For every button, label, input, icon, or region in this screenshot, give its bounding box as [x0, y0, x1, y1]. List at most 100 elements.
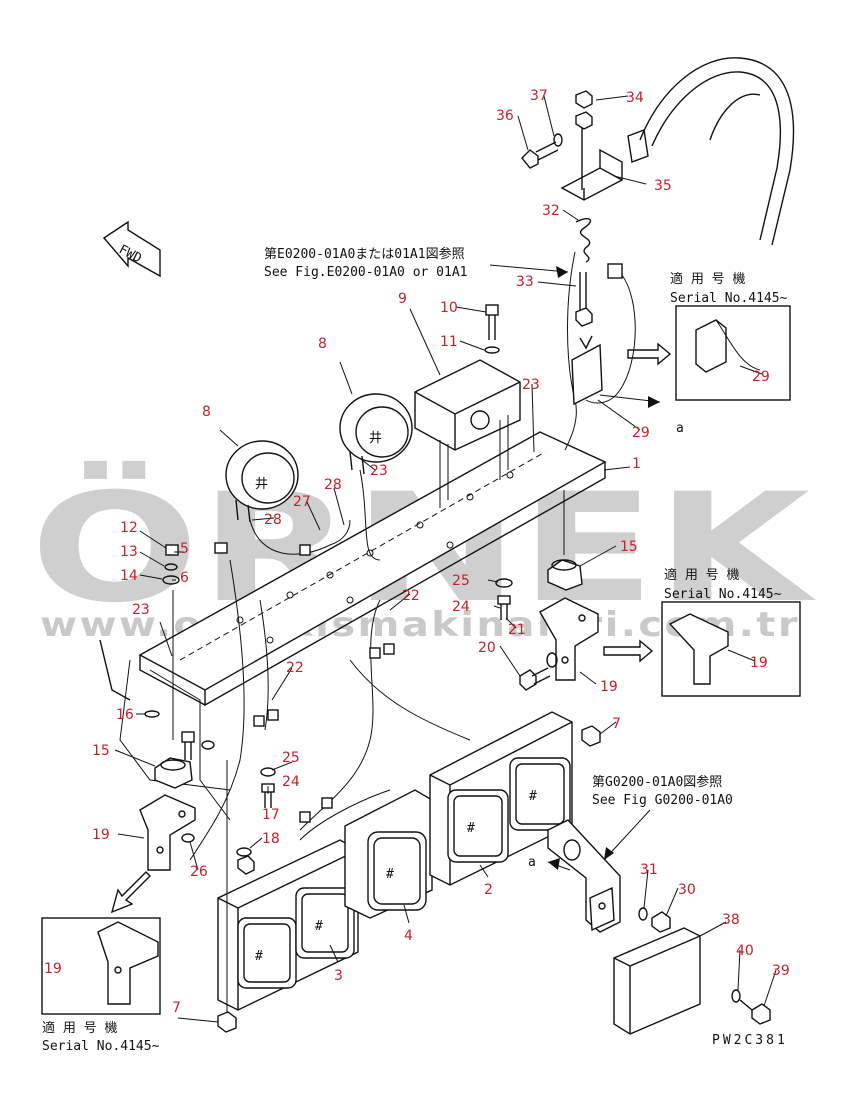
leader-lines: [114, 95, 777, 1023]
callout-15-left: 15: [92, 743, 110, 759]
callout-8-left: 8: [202, 404, 211, 420]
reference-g0200-jp: 第G0200-01A0図参照: [592, 774, 722, 790]
serial-box-19-right: 適 用 号 機 Serial No.4145~: [603, 567, 801, 697]
callout-11: 11: [440, 334, 458, 350]
callout-26: 26: [190, 864, 208, 880]
callout-17: 17: [262, 807, 280, 823]
callout-9: 9: [398, 291, 407, 307]
switch-assembly: [521, 90, 649, 451]
callout-34: 34: [626, 90, 644, 106]
headlight-4: #: [344, 789, 433, 919]
handrail-pipe: [639, 57, 795, 246]
callout-28-right: 28: [324, 477, 342, 493]
callout-10: 10: [440, 300, 458, 316]
callout-1: 1: [632, 456, 641, 472]
serial-box-19-left-en: Serial No.4145~: [42, 1039, 160, 1054]
bolt-10: [484, 304, 500, 354]
reference-e0200-jp: 第E0200-01A0または01A1図参照: [264, 246, 465, 262]
callout-29: 29: [632, 425, 650, 441]
fwd-label: FWD: [116, 242, 144, 266]
svg-text:#: #: [467, 821, 475, 836]
hardware-left: [99, 544, 255, 875]
serial-box-19-left: 適 用 号 機 Serial No.4145~: [41, 871, 161, 1054]
reference-e0200-en: See Fig.E0200-01A0 or 01A1: [264, 265, 468, 280]
nut-7-left: [217, 760, 237, 1033]
callout-36: 36: [496, 108, 514, 124]
callout-33: 33: [516, 274, 534, 290]
callout-19-left: 19: [92, 827, 110, 843]
callout-5: 5: [180, 541, 189, 557]
callout-21: 21: [508, 622, 526, 638]
callout-28-left: 28: [264, 512, 282, 528]
callout-6: 6: [180, 570, 189, 586]
callout-19-box-right: 19: [750, 655, 768, 671]
bolt-24-right: [495, 578, 513, 620]
headlight-3: # #: [217, 839, 359, 1011]
callouts: 1 2 3 4 5 6 7 7 8 8 9 10 11 12 13 14 15 …: [44, 88, 790, 1016]
detail-mark-bottom: a: [528, 855, 571, 871]
callout-35: 35: [654, 178, 672, 194]
callout-24-center: 24: [282, 774, 300, 790]
serial-box-19-right-jp: 適 用 号 機: [664, 567, 739, 583]
callout-19-box-left: 19: [44, 961, 62, 977]
svg-text:#: #: [315, 919, 323, 934]
rubber-mount-left: [154, 757, 193, 789]
callout-39: 39: [772, 963, 790, 979]
callout-23-right: 23: [522, 377, 540, 393]
serial-box-29-jp: 適 用 号 機: [670, 271, 745, 287]
work-lamp-left: 井: [225, 440, 299, 523]
callout-25-right: 25: [452, 573, 470, 589]
svg-text:井: 井: [255, 477, 268, 492]
callout-38: 38: [722, 912, 740, 928]
nut-7-right: [581, 725, 601, 747]
frame-beam: [119, 431, 607, 821]
callout-32: 32: [542, 203, 560, 219]
callout-7-left: 7: [172, 1000, 181, 1016]
headlight-2: # #: [429, 711, 573, 886]
callout-3: 3: [334, 968, 343, 984]
callout-8-right: 8: [318, 336, 327, 352]
bracket-19-left: [139, 794, 196, 871]
callout-31: 31: [640, 862, 658, 878]
drawing-code: PW2C381: [712, 1033, 788, 1048]
callout-40: 40: [736, 943, 754, 959]
callout-37: 37: [530, 88, 548, 104]
serial-box-29-en: Serial No.4145~: [670, 291, 788, 306]
detail-mark-top: a: [599, 394, 684, 436]
callout-20: 20: [478, 640, 496, 656]
reference-g0200: 第G0200-01A0図参照 See Fig G0200-01A0: [592, 774, 733, 861]
detail-mark-a: a: [528, 855, 536, 870]
callout-4: 4: [404, 928, 413, 944]
callout-30: 30: [678, 882, 696, 898]
callout-7-right: 7: [612, 716, 621, 732]
svg-text:井: 井: [369, 431, 382, 446]
callout-14: 14: [120, 568, 138, 584]
serial-box-19-right-en: Serial No.4145~: [664, 587, 782, 602]
reference-e0200: 第E0200-01A0または01A1図参照 See Fig.E0200-01A0…: [264, 246, 569, 280]
callout-23-left: 23: [132, 602, 150, 618]
work-lamp-right: 井: [339, 393, 413, 475]
callout-23-center: 23: [370, 463, 388, 479]
fwd-arrow-icon: FWD: [102, 220, 161, 278]
callout-15-right: 15: [620, 539, 638, 555]
callout-22-lower: 22: [286, 660, 304, 676]
svg-text:#: #: [529, 789, 537, 804]
wiring-harness: [189, 469, 471, 861]
bracket-19-right: [539, 597, 599, 681]
cab-box: [414, 359, 521, 508]
detail-mark-a: a: [676, 421, 684, 436]
reference-g0200-en: See Fig G0200-01A0: [592, 793, 733, 808]
callout-12: 12: [120, 520, 138, 536]
callout-18: 18: [262, 831, 280, 847]
callout-22-upper: 22: [402, 588, 420, 604]
serial-box-29: 適 用 号 機 Serial No.4145~: [627, 271, 791, 401]
rubber-mount-right: [547, 490, 583, 591]
bolt-20: [519, 652, 558, 691]
callout-24-right: 24: [452, 599, 470, 615]
svg-text:#: #: [386, 867, 394, 882]
callout-29-box: 29: [752, 369, 770, 385]
callout-13: 13: [120, 544, 138, 560]
callout-19-right: 19: [600, 679, 618, 695]
callout-16: 16: [116, 707, 134, 723]
